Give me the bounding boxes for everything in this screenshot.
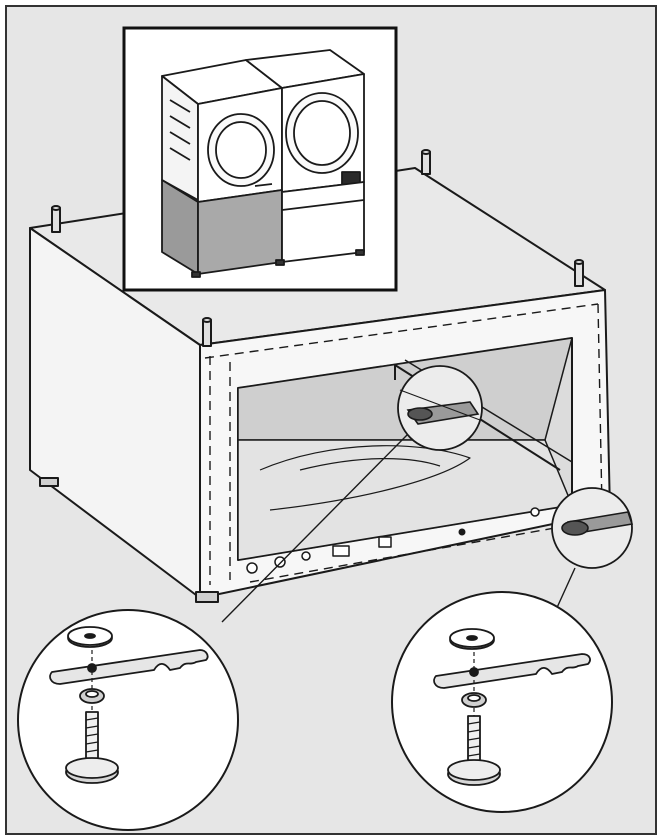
inner-bracket-detail xyxy=(399,389,481,425)
corner-bracket-detail xyxy=(561,511,634,536)
callout-right-circle xyxy=(391,591,613,813)
levelling-foot-parts-icon xyxy=(49,626,209,784)
dashed-guide-lines xyxy=(204,303,603,585)
callout-connectors xyxy=(221,431,576,623)
callout-left-circle xyxy=(17,609,239,831)
levelling-foot-parts-icon-right xyxy=(433,628,591,786)
washer-dryer-stack-icon xyxy=(161,49,365,278)
